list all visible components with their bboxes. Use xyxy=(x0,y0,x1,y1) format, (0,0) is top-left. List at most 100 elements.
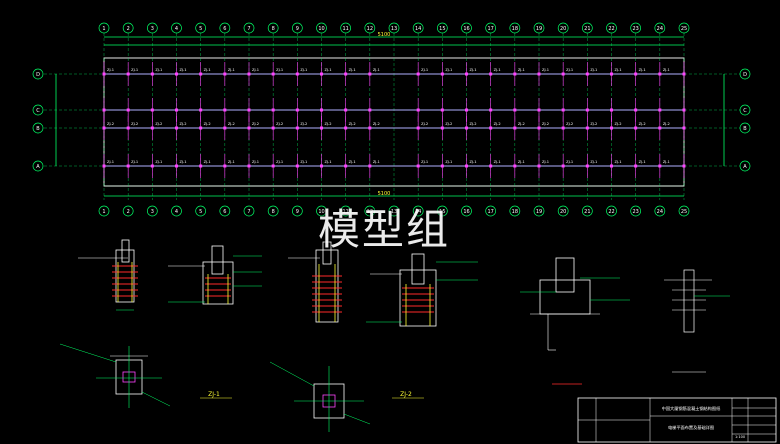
axis-label-top-10: 10 xyxy=(318,26,324,32)
axis-bubble-top-7 xyxy=(243,22,255,34)
axis-bubble-left-D xyxy=(32,68,44,80)
column-label-7-0: ZJ-1 xyxy=(252,68,259,72)
column-label-21-3: ZJ-1 xyxy=(590,160,597,164)
axis-label-top-23: 23 xyxy=(632,26,638,32)
axis-bubble-top-3 xyxy=(146,22,158,34)
title-block-drawing: 电梯平面布置及基础详图 xyxy=(668,424,714,431)
axis-label-top-17: 17 xyxy=(487,26,493,32)
axis-label-top-2: 2 xyxy=(127,26,130,32)
axis-label-bottom-18: 18 xyxy=(512,209,518,215)
axis-label-bottom-23: 23 xyxy=(632,209,638,215)
axis-label-top-8: 8 xyxy=(272,26,275,32)
axis-bubble-top-12 xyxy=(364,22,376,34)
axis-bubble-bottom-1 xyxy=(98,205,110,217)
axis-label-right-C: C xyxy=(743,108,747,114)
axis-label-top-3: 3 xyxy=(151,26,154,32)
column-label-4-2: ZJ-2 xyxy=(180,122,187,126)
axis-label-bottom-2: 2 xyxy=(127,209,130,215)
column-label-15-2: ZJ-2 xyxy=(445,122,452,126)
axis-bubble-bottom-13 xyxy=(388,205,400,217)
column-label-24-3: ZJ-1 xyxy=(663,160,670,164)
axis-bubble-top-13 xyxy=(388,22,400,34)
axis-label-right-D: D xyxy=(743,72,747,78)
axis-label-bottom-4: 4 xyxy=(175,209,178,215)
vertical-grid-axes xyxy=(103,33,685,200)
axis-bubble-bottom-19 xyxy=(533,205,545,217)
column-label-10-2: ZJ-2 xyxy=(325,122,332,126)
column-label-18-0: ZJ-1 xyxy=(518,68,525,72)
axis-bubble-bottom-2 xyxy=(122,205,134,217)
column-label-18-3: ZJ-1 xyxy=(518,160,525,164)
title-block-project: 中国大厦钢筋混凝土钢结构图纸 xyxy=(662,405,721,412)
column-label-17-3: ZJ-1 xyxy=(494,160,501,164)
axis-bubble-left-A xyxy=(32,160,44,172)
column-label-12-0: ZJ-1 xyxy=(373,68,380,72)
axis-bubble-bottom-22 xyxy=(606,205,617,217)
column-label-14-2: ZJ-2 xyxy=(421,122,428,126)
axis-bubble-bottom-9 xyxy=(291,205,303,217)
axis-label-bottom-15: 15 xyxy=(439,209,445,215)
column-label-4-3: ZJ-1 xyxy=(180,160,187,164)
column-label-7-2: ZJ-2 xyxy=(252,122,259,126)
axis-bubble-bottom-14 xyxy=(412,205,424,217)
axis-bubble-bottom-12 xyxy=(364,205,376,217)
axis-label-top-12: 12 xyxy=(367,26,373,32)
column-label-11-0: ZJ-1 xyxy=(349,68,356,72)
axis-label-bottom-1: 1 xyxy=(102,209,105,215)
axis-bubble-bottom-25 xyxy=(678,205,690,217)
column-label-12-3: ZJ-1 xyxy=(373,160,380,164)
column-label-15-3: ZJ-1 xyxy=(445,160,452,164)
column-label-3-3: ZJ-1 xyxy=(155,160,162,164)
axis-bubble-top-20 xyxy=(557,22,569,34)
column-label-3-0: ZJ-1 xyxy=(155,68,162,72)
column-label-4-0: ZJ-1 xyxy=(180,68,187,72)
axis-bubble-top-4 xyxy=(171,22,182,34)
column-label-5-3: ZJ-1 xyxy=(204,160,211,164)
axis-label-top-6: 6 xyxy=(223,26,226,32)
axis-label-left-B: B xyxy=(36,126,40,132)
column-label-24-0: ZJ-1 xyxy=(663,68,670,72)
detail-caption-1: ZJ-1 xyxy=(208,391,220,398)
column-label-6-3: ZJ-1 xyxy=(228,160,235,164)
axis-bubble-right-C xyxy=(739,104,751,116)
column-label-10-3: ZJ-1 xyxy=(325,160,332,164)
axis-bubble-bottom-7 xyxy=(243,205,255,217)
column-label-19-2: ZJ-2 xyxy=(542,122,549,126)
small-section-detail xyxy=(664,269,730,373)
detail-pile-1b xyxy=(168,245,262,305)
column-label-6-0: ZJ-1 xyxy=(228,68,235,72)
column-label-20-3: ZJ-1 xyxy=(566,160,573,164)
column-label-11-3: ZJ-1 xyxy=(349,160,356,164)
axis-bubble-top-18 xyxy=(509,22,521,34)
column-label-5-0: ZJ-1 xyxy=(204,68,211,72)
axis-bubble-top-24 xyxy=(654,22,666,34)
axis-bubble-top-23 xyxy=(630,22,642,34)
axis-bubble-top-21 xyxy=(581,22,593,34)
axis-label-bottom-14: 14 xyxy=(415,209,421,215)
axis-bubble-top-15 xyxy=(436,22,448,34)
axis-bubble-top-11 xyxy=(340,22,352,34)
axis-label-bottom-10: 10 xyxy=(318,209,324,215)
axis-label-bottom-13: 13 xyxy=(391,209,397,215)
title-block: 中国大厦钢筋混凝土钢结构图纸 电梯平面布置及基础详图 1:100 xyxy=(577,397,777,443)
axis-bubble-top-14 xyxy=(412,22,424,34)
column-label-8-2: ZJ-2 xyxy=(276,122,283,126)
column-label-8-3: ZJ-1 xyxy=(276,160,283,164)
axis-bubble-top-22 xyxy=(606,22,617,34)
axis-label-bottom-17: 17 xyxy=(487,209,493,215)
column-label-16-3: ZJ-1 xyxy=(470,160,477,164)
axis-bubble-bottom-11 xyxy=(340,205,352,217)
axis-bubble-bottom-18 xyxy=(509,205,521,217)
column-label-9-2: ZJ-2 xyxy=(300,122,307,126)
axis-label-bottom-7: 7 xyxy=(247,209,250,215)
axis-label-bottom-24: 24 xyxy=(657,209,663,215)
axis-label-bottom-8: 8 xyxy=(272,209,275,215)
axis-label-bottom-19: 19 xyxy=(536,209,542,215)
axis-bubble-bottom-10 xyxy=(316,205,327,217)
axis-bubble-top-6 xyxy=(219,22,231,34)
column-label-21-2: ZJ-2 xyxy=(590,122,597,126)
column-label-12-2: ZJ-2 xyxy=(373,122,380,126)
axis-bubble-bottom-6 xyxy=(219,205,231,217)
axis-label-top-21: 21 xyxy=(584,26,590,32)
